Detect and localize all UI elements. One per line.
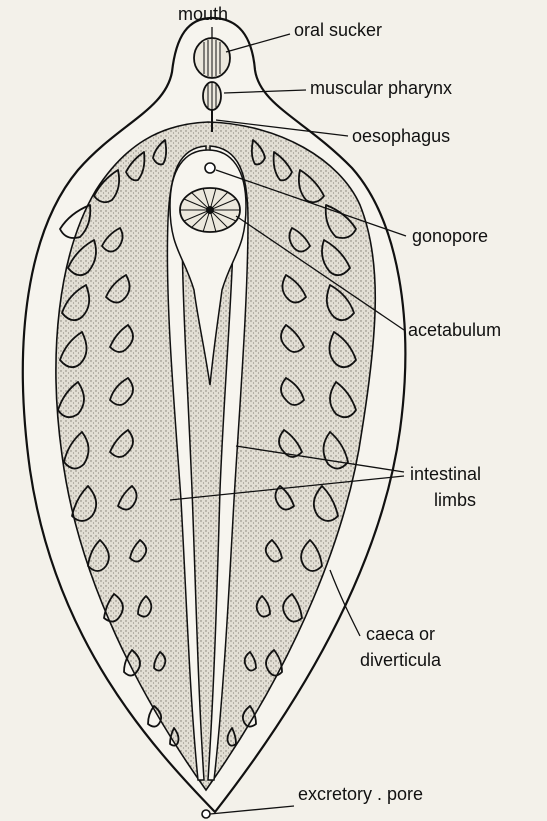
label-caeca-line1: caeca or <box>366 624 435 644</box>
label-caeca-line2: diverticula <box>360 650 442 670</box>
leader-excretory-pore <box>210 806 294 814</box>
label-excretory-pore: excretory . pore <box>298 784 423 804</box>
label-acetabulum: acetabulum <box>408 320 501 340</box>
excretory-pore <box>202 810 210 818</box>
label-gonopore: gonopore <box>412 226 488 246</box>
label-oesophagus: oesophagus <box>352 126 450 146</box>
label-mouth: mouth <box>178 4 228 24</box>
label-muscular-pharynx: muscular pharynx <box>310 78 452 98</box>
label-intestinal-limbs-line1: intestinal <box>410 464 481 484</box>
acetabulum <box>180 188 240 232</box>
label-oral-sucker: oral sucker <box>294 20 382 40</box>
gonopore <box>205 163 215 173</box>
label-intestinal-limbs-line2: limbs <box>434 490 476 510</box>
